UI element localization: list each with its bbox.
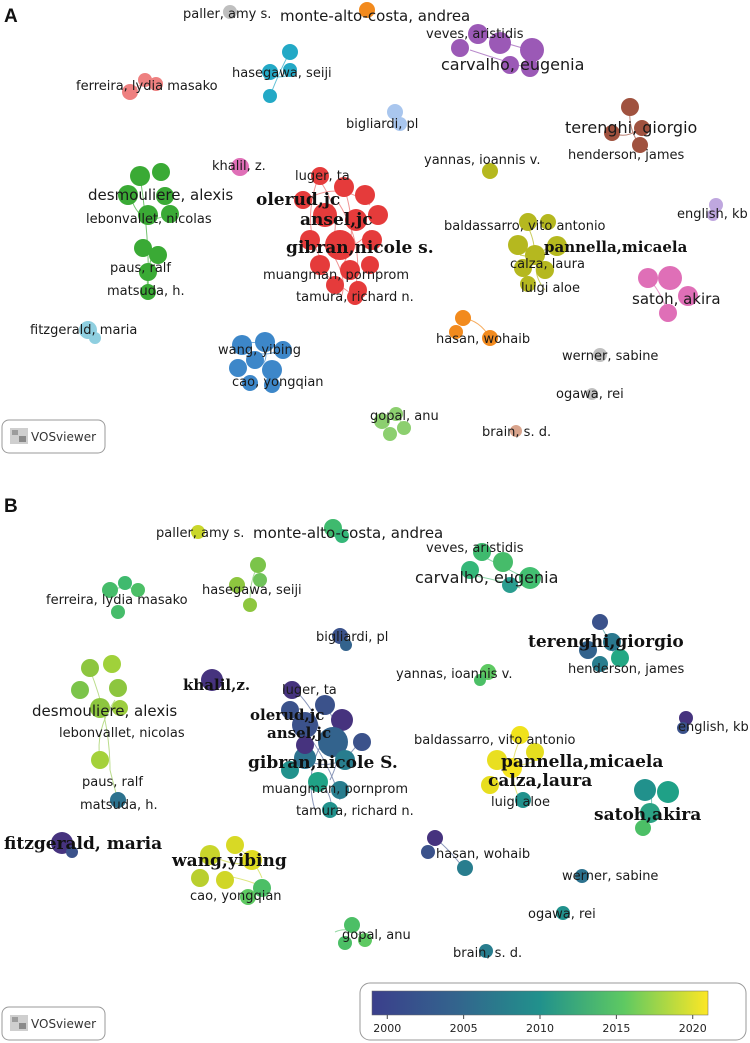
colorbar-gradient <box>371 990 709 1016</box>
vosviewer-logo-icon <box>10 428 28 444</box>
label-b-carvalho: carvalho, eugenia <box>415 568 558 587</box>
label-a-satoh: satoh, akira <box>632 290 721 308</box>
label-a-gopal: gopal, anu <box>370 409 439 424</box>
label-b-pannella: pannella,micaela <box>501 752 663 772</box>
label-b-luger: luger, ta <box>282 683 337 698</box>
label-a-paus: paus, ralf <box>110 261 171 276</box>
panel-b-vosviewer-badge: VOSviewer <box>1 1006 106 1041</box>
label-a-ogawa: ogawa, rei <box>556 387 624 402</box>
panel-a-vosviewer-badge: VOSviewer <box>1 419 106 454</box>
label-a-yannas: yannas, ioannis v. <box>424 153 541 168</box>
label-b-monte-alto-costa: monte-alto-costa, andrea <box>253 524 443 542</box>
label-b-brain: brain, s. d. <box>453 946 522 961</box>
colorbar-tick-label: 2005 <box>450 1022 478 1035</box>
label-a-pannella: pannella,micaela <box>544 238 688 256</box>
label-a-carvalho: carvalho, eugenia <box>441 55 584 74</box>
colorbar-tick-label: 2000 <box>373 1022 401 1035</box>
label-b-terenghi: terenghi,giorgio <box>528 632 684 652</box>
panel-a-nodes <box>79 2 723 441</box>
label-a-tamura: tamura, richard n. <box>296 290 414 305</box>
label-a-luger: luger, ta <box>295 169 350 184</box>
colorbar-tick-label: 2015 <box>602 1022 630 1035</box>
panel-a-badge-text: VOSviewer <box>31 430 96 444</box>
label-b-veves: veves, aristidis <box>426 541 524 556</box>
colorbar-ticks: 2000 2005 2010 2015 2020 <box>373 1015 707 1035</box>
panel-b-letter: B <box>4 496 18 517</box>
label-b-hasegawa: hasegawa, seiji <box>202 583 302 598</box>
label-a-lebonvallet: lebonvallet, nicolas <box>86 212 212 227</box>
vosviewer-logo-icon <box>10 1015 28 1031</box>
label-b-cao: cao, yongqian <box>190 889 282 904</box>
label-b-gibran: gibran,nicole S. <box>248 753 398 773</box>
panel-b-badge-text: VOSviewer <box>31 1017 96 1031</box>
label-a-calza: calza, laura <box>510 257 585 272</box>
label-b-gopal: gopal, anu <box>342 928 411 943</box>
label-a-werner: werner, sabine <box>562 349 658 364</box>
label-b-english: english, kb <box>678 720 749 735</box>
label-b-werner: werner, sabine <box>562 869 658 884</box>
label-b-bigliardi: bigliardi, pl <box>316 630 388 645</box>
label-a-ferreira: ferreira, lydia masako <box>76 79 218 94</box>
panel-a: A <box>1 2 748 454</box>
label-a-hasan: hasan, wohaib <box>436 332 530 347</box>
label-b-ferreira: ferreira, lydia masako <box>46 593 188 608</box>
label-a-bigliardi: bigliardi, pl <box>346 117 418 132</box>
label-b-lebonvallet: lebonvallet, nicolas <box>59 726 185 741</box>
label-b-muangman: muangman, pornprom <box>262 782 408 797</box>
label-b-wang: wang,yibing <box>171 851 287 871</box>
label-a-gibran: gibran,nicole s. <box>286 238 434 258</box>
panel-b-nodes <box>51 519 693 958</box>
label-a-paller: paller, amy s. <box>183 7 271 22</box>
colorbar-tick-label: 2010 <box>526 1022 554 1035</box>
label-a-monte-alto-costa: monte-alto-costa, andrea <box>280 7 470 25</box>
label-b-paus: paus, ralf <box>82 775 143 790</box>
label-a-baldassarro: baldassarro, vito antonio <box>444 219 606 234</box>
label-b-yannas: yannas, ioannis v. <box>396 667 513 682</box>
label-b-matsuda: matsuda, h. <box>80 798 158 813</box>
label-a-brain: brain, s. d. <box>482 425 551 440</box>
label-b-henderson: henderson, james <box>568 662 685 677</box>
panel-a-labels: paller, amy s. monte-alto-costa, andrea … <box>30 7 748 440</box>
label-b-baldassarro: baldassarro, vito antonio <box>414 733 576 748</box>
label-a-fitzgerald: fitzgerald, maria <box>30 323 137 338</box>
label-a-cao: cao, yongqian <box>232 375 324 390</box>
label-b-ansel: ansel,jc <box>267 724 331 742</box>
label-b-satoh: satoh,akira <box>594 805 701 825</box>
year-colorbar: 2000 2005 2010 2015 2020 <box>359 982 747 1041</box>
label-a-luigi-aloe: luigi aloe <box>521 281 580 296</box>
label-a-english: english, kb <box>677 207 748 222</box>
label-a-matsuda: matsuda, h. <box>107 284 185 299</box>
label-a-wang: wang, yibing <box>218 343 301 358</box>
label-b-hasan: hasan, wohaib <box>436 847 530 862</box>
label-b-desmouliere: desmouliere, alexis <box>32 702 177 720</box>
panel-a-letter: A <box>4 6 18 27</box>
label-a-desmouliere: desmouliere, alexis <box>88 186 233 204</box>
label-a-olerud: olerud,jc <box>256 190 340 210</box>
label-b-ogawa: ogawa, rei <box>528 907 596 922</box>
label-a-henderson: henderson, james <box>568 148 685 163</box>
label-b-paller: paller, amy s. <box>156 526 244 541</box>
label-b-khalil: khalil,z. <box>183 676 250 694</box>
panel-b-labels: paller, amy s. monte-alto-costa, andrea … <box>4 524 749 961</box>
label-a-veves: veves, aristidis <box>426 27 524 42</box>
label-b-tamura: tamura, richard n. <box>296 804 414 819</box>
colorbar-tick-label: 2020 <box>679 1022 707 1035</box>
label-b-luigi-aloe: luigi aloe <box>491 795 550 810</box>
label-a-muangman: muangman, pornprom <box>263 268 409 283</box>
label-a-ansel: ansel,jc <box>300 210 373 230</box>
label-a-khalil: khalil, z. <box>212 159 266 174</box>
label-a-hasegawa: hasegawa, seiji <box>232 66 332 81</box>
label-b-fitzgerald: fitzgerald, maria <box>4 834 162 854</box>
label-a-terenghi: terenghi, giorgio <box>565 118 697 137</box>
panel-b: B <box>1 496 749 1041</box>
label-b-olerud: olerud,jc <box>250 706 324 724</box>
label-b-calza: calza,laura <box>488 771 592 791</box>
